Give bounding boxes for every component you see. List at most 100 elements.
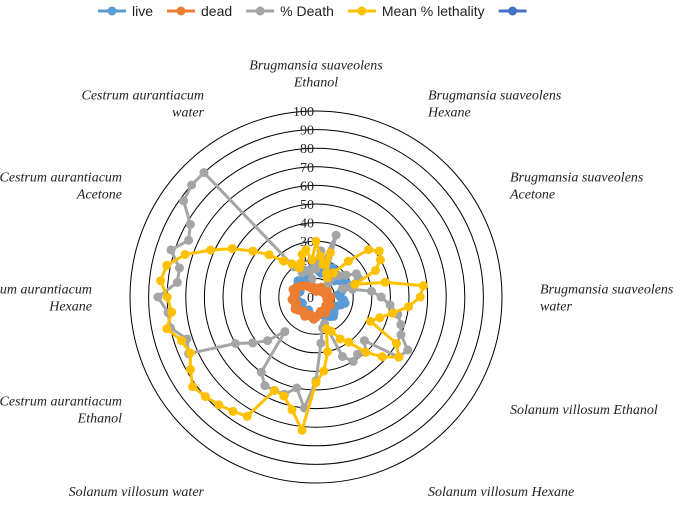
data-point [396,320,406,330]
data-point [248,246,258,256]
legend-label: % Death [280,3,334,19]
data-point [392,339,401,348]
data-point [287,259,297,269]
tick-label: 0 [307,291,314,306]
data-point [269,386,279,395]
data-point [338,352,347,361]
data-point [166,245,176,255]
data-point [156,276,166,286]
legend-item: % Death [246,3,334,19]
category-label: Solanum villosum water [69,485,205,500]
legend-item [498,6,527,16]
data-point [374,246,384,256]
grid-ring [129,110,503,484]
data-point [301,245,311,255]
data-point [361,347,371,357]
data-point [403,345,413,355]
legend-swatch-marker [508,6,518,16]
data-point [385,300,395,310]
legend-swatch-marker [255,6,265,16]
data-point [172,277,182,287]
legend-label: dead [201,3,232,19]
data-point [242,411,252,421]
category-label-line: Solanum villosum Ethanol [510,403,658,418]
tick-label: 70 [300,161,314,176]
grid-ring [148,129,484,465]
data-point [256,367,266,377]
data-point [321,324,331,334]
data-point [177,336,187,346]
data-point [394,352,404,362]
category-label-line: Ethanol [77,412,122,427]
data-point [179,196,189,206]
data-point [387,308,397,318]
data-point [310,285,320,295]
legend-item: Mean % lethality [347,3,485,19]
category-label-line: Brugmansia suaveolens [249,59,383,74]
category-label-line: water [172,106,204,121]
tick-label: 50 [300,198,314,213]
tick-label: 90 [300,124,314,139]
data-point [415,292,425,302]
data-point [153,292,163,302]
data-point [338,283,347,293]
data-point [365,316,375,326]
data-point [248,338,258,348]
data-point [227,244,237,254]
data-point [341,270,351,280]
data-point [296,258,306,268]
legend-label: live [132,3,153,19]
category-label: Solanum villosum Hexane [428,485,574,500]
category-label-line: Cestrum aurantiacum [0,395,122,410]
radar-grid [129,110,503,484]
data-point [311,236,321,246]
data-point [315,251,325,261]
tick-label: 100 [293,105,314,120]
data-point [231,339,240,348]
category-label-line: Acetone [76,188,122,203]
data-point [260,381,270,391]
category-label: Solanum villosum Ethanol [510,403,658,418]
data-point [331,230,341,240]
category-label-line: Acetone [509,188,555,203]
data-point [307,274,317,284]
data-point [185,348,195,358]
data-point [188,382,198,392]
category-label-line: Solanum villosum Hexane [428,485,574,500]
data-point [343,256,353,266]
data-point [319,366,329,376]
data-point [297,425,307,435]
data-point [418,281,428,291]
data-point [323,347,333,357]
data-point [376,292,386,302]
category-label-line: Brugmansia suaveolens [428,89,562,104]
data-point [162,260,172,270]
data-point [344,337,354,347]
data-point [377,352,387,362]
grid-ring [185,166,447,428]
data-point [199,168,209,178]
data-point [359,336,369,346]
category-label-line: Ethanol [293,76,338,91]
legend-label: Mean % lethality [382,3,485,19]
data-point [167,307,177,317]
data-point [322,273,332,283]
category-label-line: Cestrum aurantiacum [0,171,122,186]
category-label-line: Cestrum aurantiacum [0,283,92,298]
grid-ring [203,184,429,410]
data-point [264,250,274,260]
data-point [348,356,358,366]
legend: live dead % Death Mean % lethality [98,3,527,19]
data-point [185,365,195,374]
data-point [184,235,194,245]
data-point [404,302,413,312]
data-point [335,334,345,344]
data-point [162,292,172,302]
